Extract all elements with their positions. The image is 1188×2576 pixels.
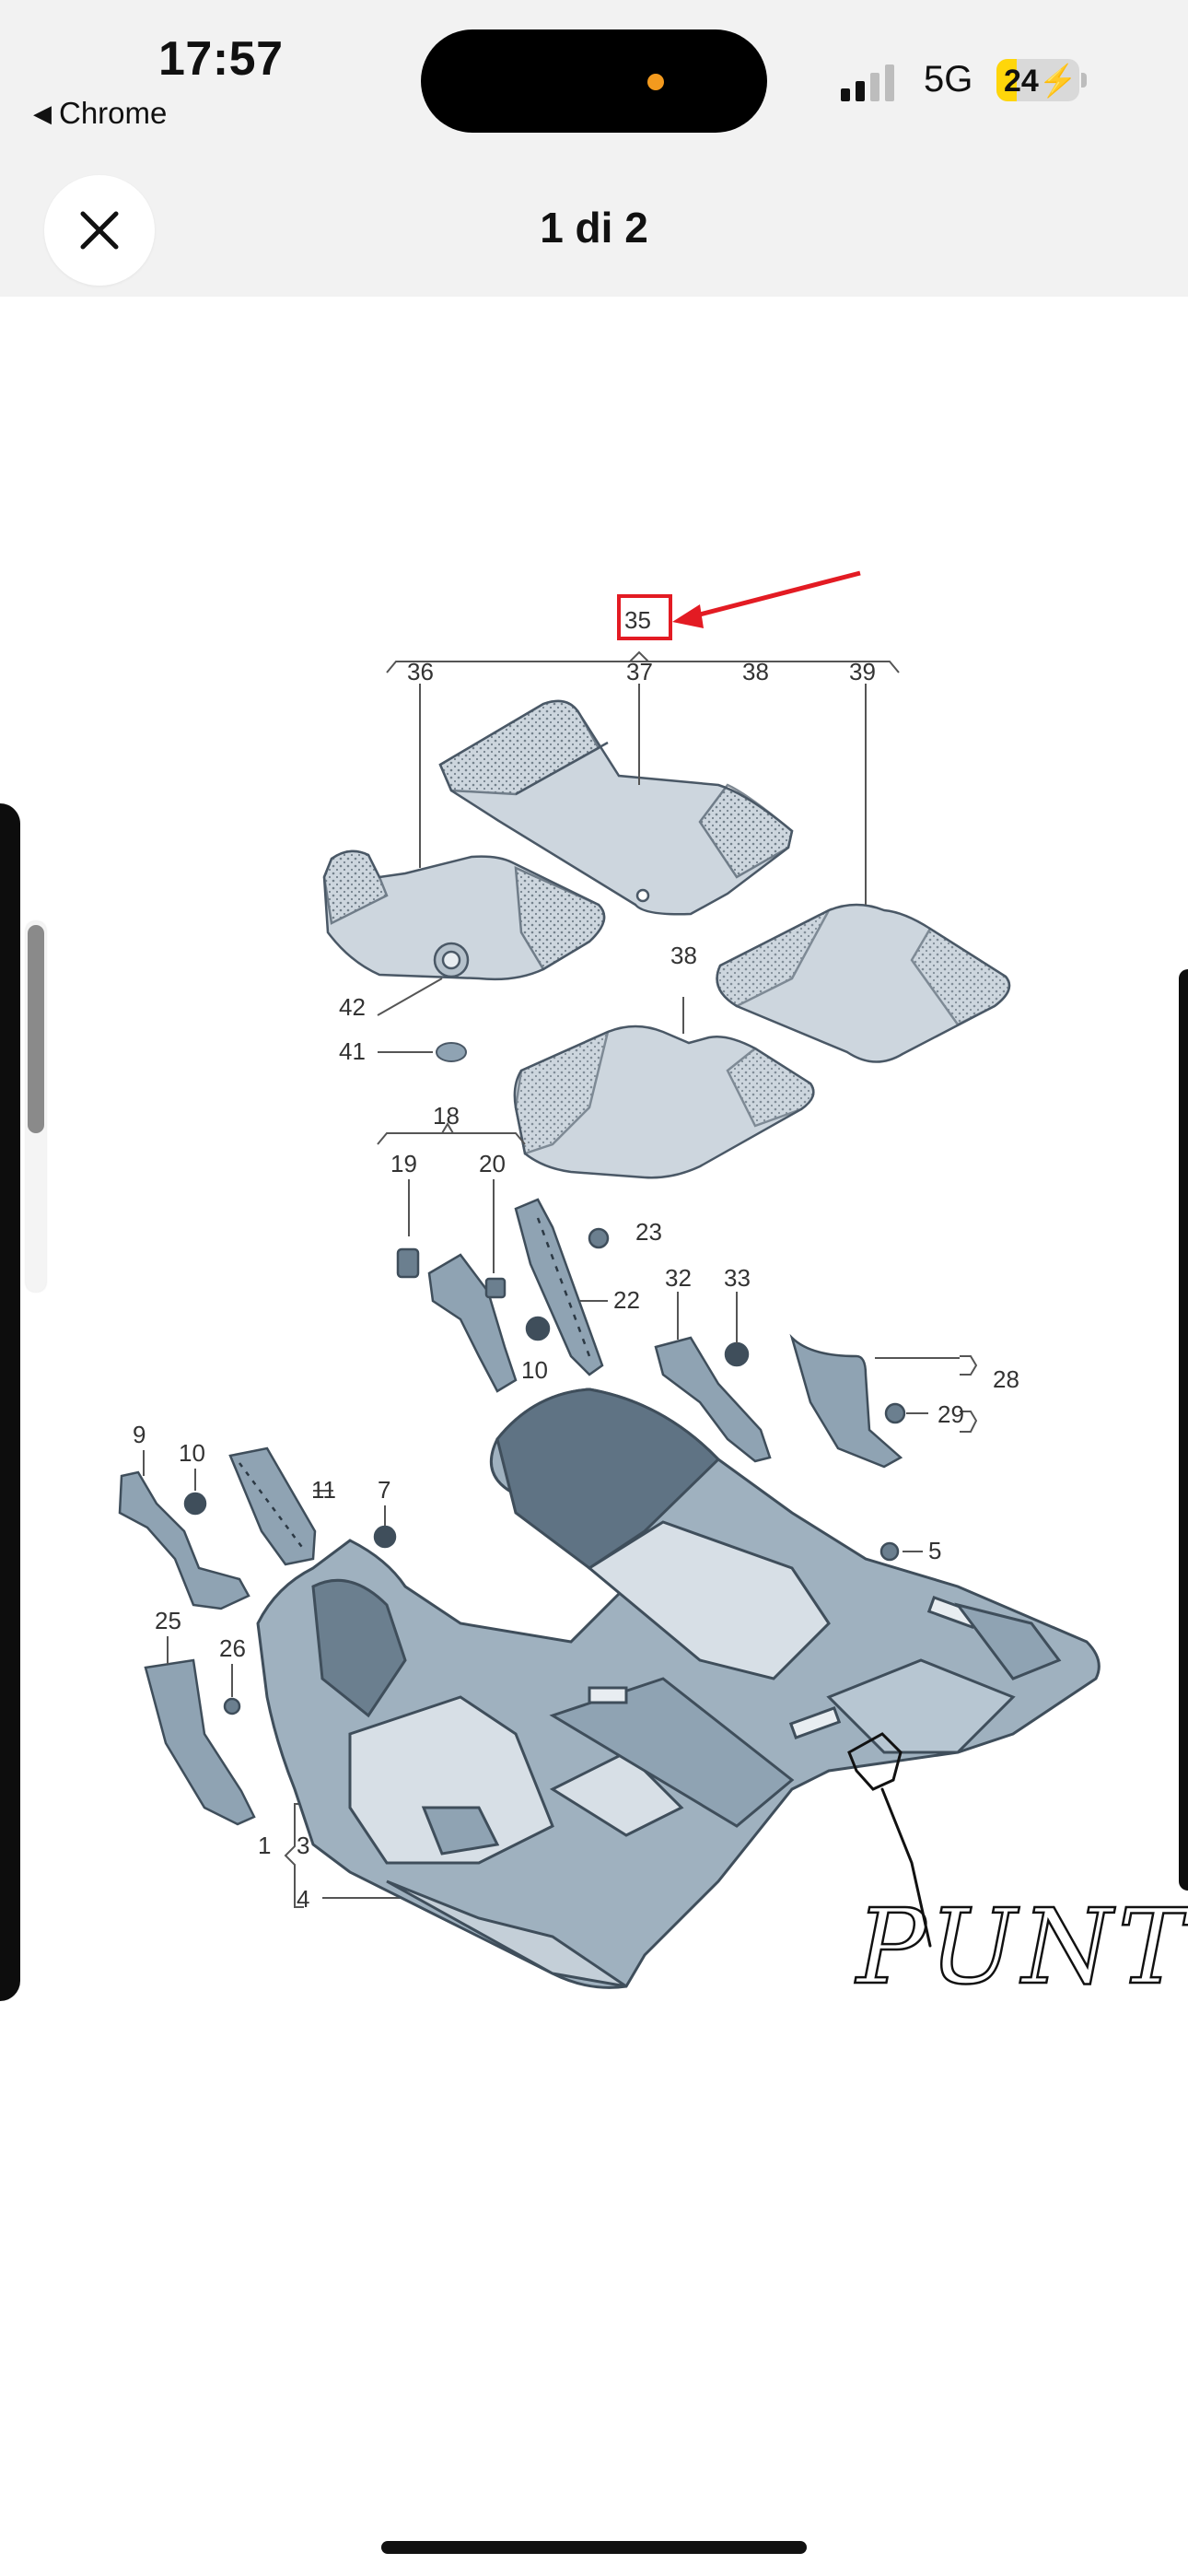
leader-lines-pillar [677,1292,978,1433]
label-4: 4 [297,1885,309,1913]
floor-carpet [256,1388,1101,1989]
label-7: 7 [378,1476,390,1504]
clip-41 [436,1042,467,1062]
top-bar: 17:57 ◀ Chrome 5G 24⚡ 1 di 2 [0,0,1188,297]
right-edge-shadow [1179,969,1188,1891]
handwritten-label: PUNTO [855,1888,1188,2008]
dynamic-island [421,29,767,133]
back-to-app-link[interactable]: ◀ Chrome [33,96,167,131]
image-viewer[interactable]: 35 36 37 38 39 [0,297,1188,2508]
label-3: 3 [297,1832,309,1859]
label-1: 1 [258,1832,271,1859]
vertical-scrollbar[interactable] [26,921,46,1292]
label-11: 11 [311,1476,336,1504]
label-10a: 10 [521,1356,548,1384]
privacy-dot-icon [647,74,664,90]
label-26: 26 [219,1634,246,1662]
floor-mats [322,699,1011,1179]
highlight-box-35 [617,594,672,640]
label-39: 39 [849,658,876,685]
label-41: 41 [339,1037,366,1065]
battery-cap [1081,73,1087,88]
battery-icon: 24⚡ [996,59,1079,101]
pedal-parts [396,1198,610,1393]
back-app-label: Chrome [59,96,168,130]
label-42: 42 [339,993,366,1021]
bracket-35 [386,650,900,673]
label-20: 20 [479,1150,506,1177]
label-36: 36 [407,658,434,685]
left-edge-shadow [0,803,20,2001]
cellular-signal-icon [841,64,894,101]
red-arrow [672,570,861,628]
label-19: 19 [390,1150,417,1177]
label-28: 28 [993,1365,1019,1393]
scrollbar-thumb[interactable] [28,925,44,1133]
label-22: 22 [613,1286,640,1314]
label-10b: 10 [179,1439,205,1467]
label-38: 38 [742,658,769,685]
network-type: 5G [924,59,973,100]
parts-diagram: 35 36 37 38 39 [118,570,1188,2008]
battery-label: 24⚡ [1004,64,1078,99]
close-icon [80,211,119,250]
page-title: 1 di 2 [540,204,648,252]
label-29: 29 [938,1400,964,1428]
label-37: 37 [626,658,653,685]
status-time: 17:57 [158,32,284,86]
leader-lines-mats [377,684,867,1053]
back-triangle-icon: ◀ [33,99,52,127]
label-33: 33 [724,1264,751,1292]
label-32: 32 [665,1264,692,1292]
label-25: 25 [155,1607,181,1634]
label-38b: 38 [670,942,697,969]
pillar-parts [654,1333,906,1469]
label-9: 9 [133,1421,146,1448]
label-23: 23 [635,1218,662,1246]
home-indicator[interactable] [381,2541,807,2554]
close-button[interactable] [44,175,155,286]
label-18: 18 [433,1102,460,1130]
battery-fill [996,59,1017,101]
handwritten-annotation [847,1732,932,1948]
label-35: 35 [624,606,651,634]
label-5: 5 [928,1537,941,1564]
